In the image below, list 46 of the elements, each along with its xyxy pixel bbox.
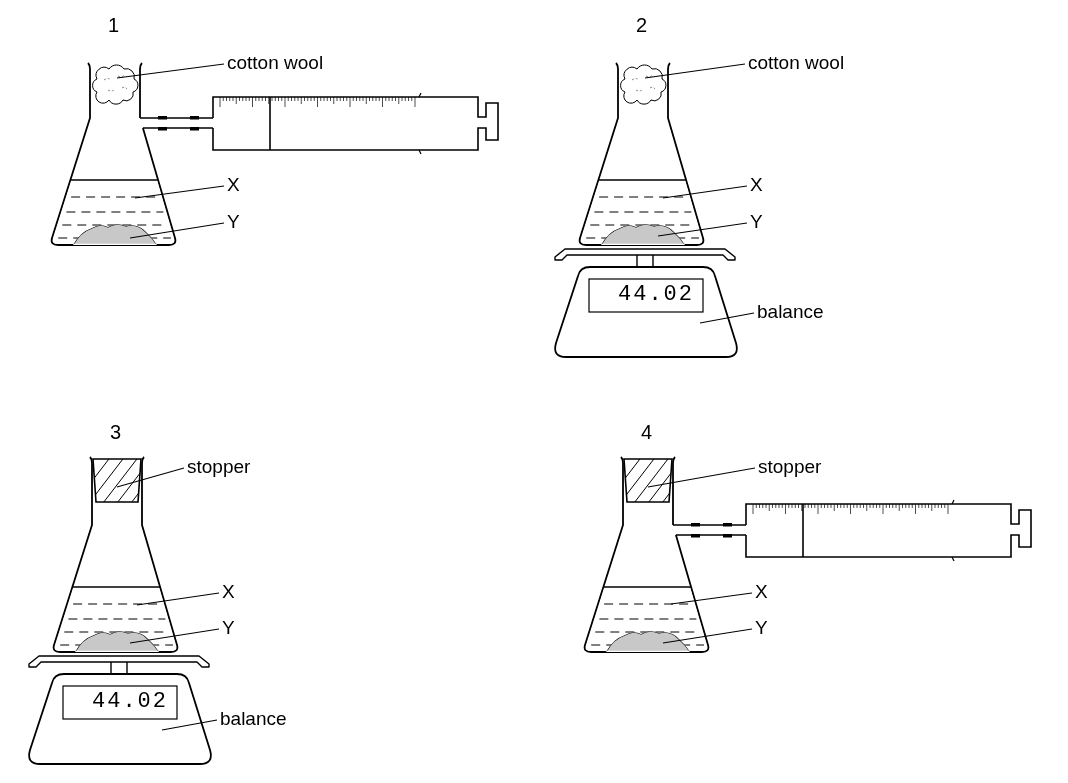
leader-line — [136, 592, 220, 606]
solid-drawing — [605, 630, 691, 653]
part-label: balance — [220, 708, 287, 730]
part-label: X — [222, 581, 235, 603]
liquid-drawing — [55, 586, 176, 653]
display-reading: 44.02 — [91, 689, 168, 715]
part-label: X — [227, 174, 240, 196]
leader-line — [647, 467, 756, 488]
panel-number: 4 — [641, 421, 653, 443]
leader-line — [644, 63, 746, 79]
part-label: X — [750, 174, 763, 196]
panel-number: 3 — [110, 421, 122, 443]
part-label: cotton wool — [227, 52, 324, 74]
cotton-wool-drawing — [620, 64, 667, 105]
stopper-drawing — [623, 458, 673, 503]
part-label: Y — [227, 211, 240, 233]
part-label: Y — [755, 617, 768, 639]
panel-number: 2 — [636, 14, 648, 36]
part-label: Y — [750, 211, 763, 233]
balance-drawing — [554, 248, 738, 358]
part-label: balance — [757, 301, 824, 323]
panel-number: 1 — [108, 14, 120, 36]
leader-line — [699, 312, 755, 324]
part-label: cotton wool — [748, 52, 845, 74]
leader-line — [129, 222, 225, 239]
leader-line — [662, 185, 748, 199]
leader-line — [116, 467, 185, 488]
cotton-wool-drawing — [92, 64, 139, 105]
stopper-drawing — [92, 458, 142, 503]
leader-line — [662, 628, 753, 644]
liquid-drawing — [53, 179, 174, 246]
liquid-drawing — [586, 586, 707, 653]
display-reading: 44.02 — [617, 282, 694, 308]
part-label: Y — [222, 617, 235, 639]
leader-line — [134, 185, 225, 199]
part-label: stopper — [187, 456, 251, 478]
part-label: X — [755, 581, 768, 603]
leader-line — [161, 719, 218, 731]
leader-line — [116, 63, 225, 79]
solid-drawing — [600, 223, 686, 246]
liquid-drawing — [581, 179, 702, 246]
leader-line — [670, 592, 753, 605]
balance-drawing — [28, 655, 212, 765]
part-label: stopper — [758, 456, 822, 478]
leader-line — [657, 222, 748, 237]
leader-line — [129, 628, 220, 644]
